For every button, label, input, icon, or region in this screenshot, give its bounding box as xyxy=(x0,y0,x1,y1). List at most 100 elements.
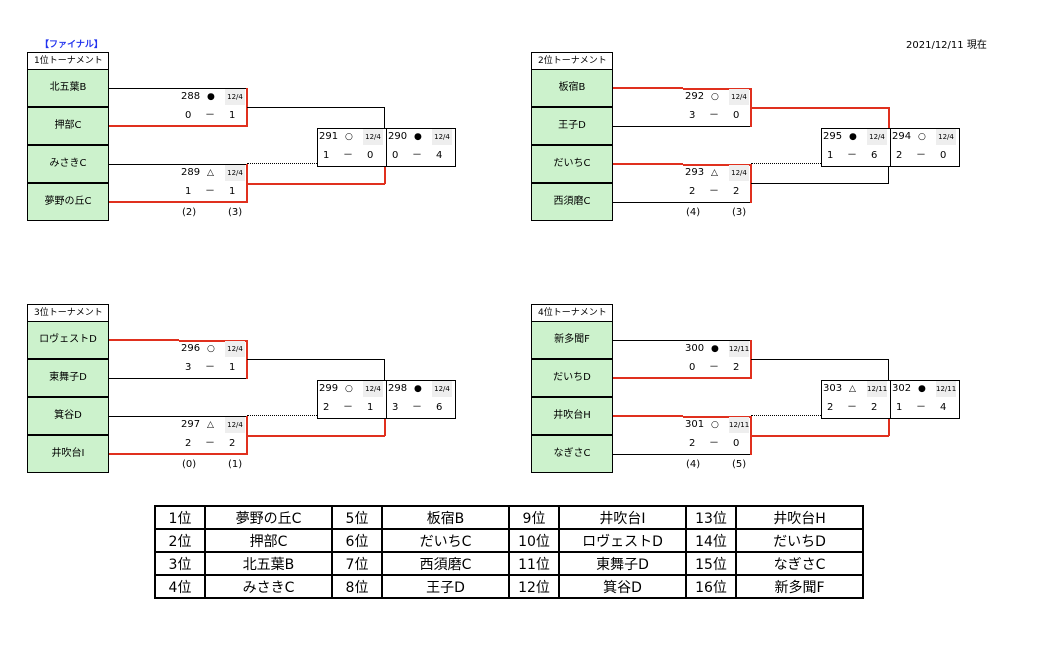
bracket-line xyxy=(247,435,385,437)
score-left: 3 xyxy=(185,362,192,373)
score-left: 1 xyxy=(896,402,903,413)
bracket-line xyxy=(179,201,247,203)
bracket-line xyxy=(384,359,385,381)
match-date: 12/4 xyxy=(225,89,245,105)
result-mark: △ xyxy=(207,420,214,430)
bracket-line xyxy=(109,339,179,341)
bracket-line xyxy=(384,166,386,184)
score-right: 2 xyxy=(229,438,236,449)
score-dash: － xyxy=(709,110,719,121)
bracket-line xyxy=(683,416,751,418)
team-cell: 王子D xyxy=(531,107,613,145)
rank-team: 井吹台H xyxy=(735,505,864,530)
match-date: 12/4 xyxy=(225,165,245,181)
rank-position: 9位 xyxy=(508,505,560,530)
pk-right: (5) xyxy=(732,459,747,470)
score-dash: － xyxy=(343,402,353,413)
pk-left: (4) xyxy=(686,207,701,218)
bracket-label: 4位トーナメント xyxy=(531,304,613,321)
bracket-connector xyxy=(751,163,821,164)
bracket-line xyxy=(821,380,822,418)
page-title: 【ファイナル】 xyxy=(40,40,103,50)
match-number: 298 xyxy=(388,383,408,394)
bracket-line xyxy=(888,418,890,436)
pk-right: (3) xyxy=(228,207,243,218)
match-date: 12/4 xyxy=(729,89,749,105)
bracket-line xyxy=(613,377,683,379)
team-cell: 押部C xyxy=(27,107,109,145)
team-cell: ロヴェストD xyxy=(27,321,109,359)
bracket-line xyxy=(109,125,179,127)
bracket-label: 2位トーナメント xyxy=(531,52,613,69)
bracket-line xyxy=(109,416,179,417)
rank-team: 北五葉B xyxy=(204,551,333,576)
bracket-line xyxy=(888,166,889,184)
bracket-line xyxy=(109,453,179,455)
bracket-line xyxy=(683,202,751,203)
rank-team: なぎさC xyxy=(735,551,864,576)
bracket-line xyxy=(179,453,247,455)
score-right: 4 xyxy=(940,402,947,413)
result-mark: ● xyxy=(414,132,422,142)
match-number: 292 xyxy=(685,91,705,102)
score-dash: － xyxy=(205,186,215,197)
bracket-line xyxy=(317,128,318,166)
match-date: 12/4 xyxy=(729,165,749,181)
rank-team: 夢野の丘C xyxy=(204,505,333,530)
team-cell: 井吹台H xyxy=(531,397,613,435)
match-date: 12/11 xyxy=(729,341,749,357)
bracket-line xyxy=(751,359,889,360)
match-number: 297 xyxy=(181,419,201,430)
match-date: 12/4 xyxy=(363,129,383,145)
bracket-line xyxy=(109,201,179,203)
bracket-line xyxy=(386,128,387,166)
team-cell: 新多聞F xyxy=(531,321,613,359)
match-number: 288 xyxy=(181,91,201,102)
score-dash: － xyxy=(412,402,422,413)
score-dash: － xyxy=(847,150,857,161)
rank-position: 1位 xyxy=(154,505,206,530)
match-date: 12/4 xyxy=(867,129,887,145)
score-left: 0 xyxy=(392,150,399,161)
score-left: 3 xyxy=(392,402,399,413)
score-right: 0 xyxy=(733,438,740,449)
score-right: 2 xyxy=(733,362,740,373)
match-number: 303 xyxy=(823,383,843,394)
match-date: 12/4 xyxy=(225,417,245,433)
match-date: 12/11 xyxy=(867,381,887,397)
result-mark: ○ xyxy=(711,92,719,102)
bracket-line xyxy=(890,380,891,418)
team-cell: 東舞子D xyxy=(27,359,109,397)
bracket-line xyxy=(179,378,247,379)
score-left: 1 xyxy=(827,150,834,161)
rank-position: 5位 xyxy=(331,505,383,530)
bracket-line xyxy=(613,415,683,417)
bracket-line xyxy=(109,88,179,89)
bracket-line xyxy=(179,125,247,127)
rank-position: 4位 xyxy=(154,574,206,599)
rank-team: みさきC xyxy=(204,574,333,599)
result-mark: △ xyxy=(849,384,856,394)
match-number: 289 xyxy=(181,167,201,178)
score-dash: － xyxy=(205,362,215,373)
score-dash: － xyxy=(205,438,215,449)
bracket-label: 1位トーナメント xyxy=(27,52,109,69)
score-left: 2 xyxy=(896,150,903,161)
match-number: 300 xyxy=(685,343,705,354)
bracket-line xyxy=(247,107,385,108)
rank-team: だいちC xyxy=(381,528,510,553)
score-dash: － xyxy=(847,402,857,413)
score-left: 2 xyxy=(689,438,696,449)
bracket-line xyxy=(179,88,247,89)
result-mark: ● xyxy=(207,92,215,102)
bracket-line xyxy=(317,418,455,419)
result-mark: ● xyxy=(414,384,422,394)
bracket-line xyxy=(613,163,683,165)
match-number: 295 xyxy=(823,131,843,142)
bracket-line xyxy=(455,128,456,167)
team-cell: 井吹台I xyxy=(27,435,109,473)
team-cell: 箕谷D xyxy=(27,397,109,435)
rank-team: 井吹台I xyxy=(558,505,687,530)
match-number: 291 xyxy=(319,131,339,142)
score-left: 2 xyxy=(185,438,192,449)
